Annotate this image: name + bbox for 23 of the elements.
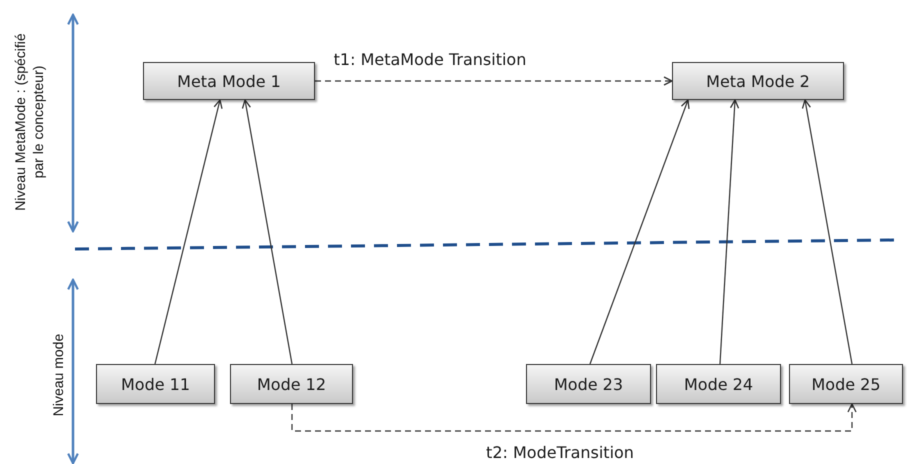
arrow bbox=[589, 99, 690, 364]
node-label: Mode 23 bbox=[554, 374, 624, 394]
dashed-arrow bbox=[291, 403, 857, 432]
arrow bbox=[154, 99, 223, 364]
arrow bbox=[242, 99, 293, 364]
mode-box bbox=[143, 62, 315, 100]
node-label: Meta Mode 1 bbox=[177, 72, 281, 90]
arrow bbox=[719, 99, 740, 364]
node-label: Mode 11 bbox=[120, 374, 190, 394]
dashed-arrow bbox=[315, 76, 673, 86]
node-label: Mode 25 bbox=[811, 374, 881, 394]
node-label: Meta Mode 2 bbox=[706, 72, 810, 90]
mode-box bbox=[96, 364, 215, 404]
arrow bbox=[802, 99, 853, 364]
node-label: Mode 24 bbox=[684, 374, 754, 394]
node-label: Mode 12 bbox=[256, 374, 326, 394]
mode-box bbox=[230, 364, 353, 404]
level-label: Niveau MetaMode : (spécifié par le concepteur) bbox=[10, 32, 47, 212]
mode-box bbox=[789, 364, 903, 404]
level-label: Niveau mode bbox=[48, 334, 67, 416]
mode-box bbox=[672, 62, 844, 100]
mode-box bbox=[526, 364, 651, 404]
mode-box bbox=[656, 364, 781, 404]
